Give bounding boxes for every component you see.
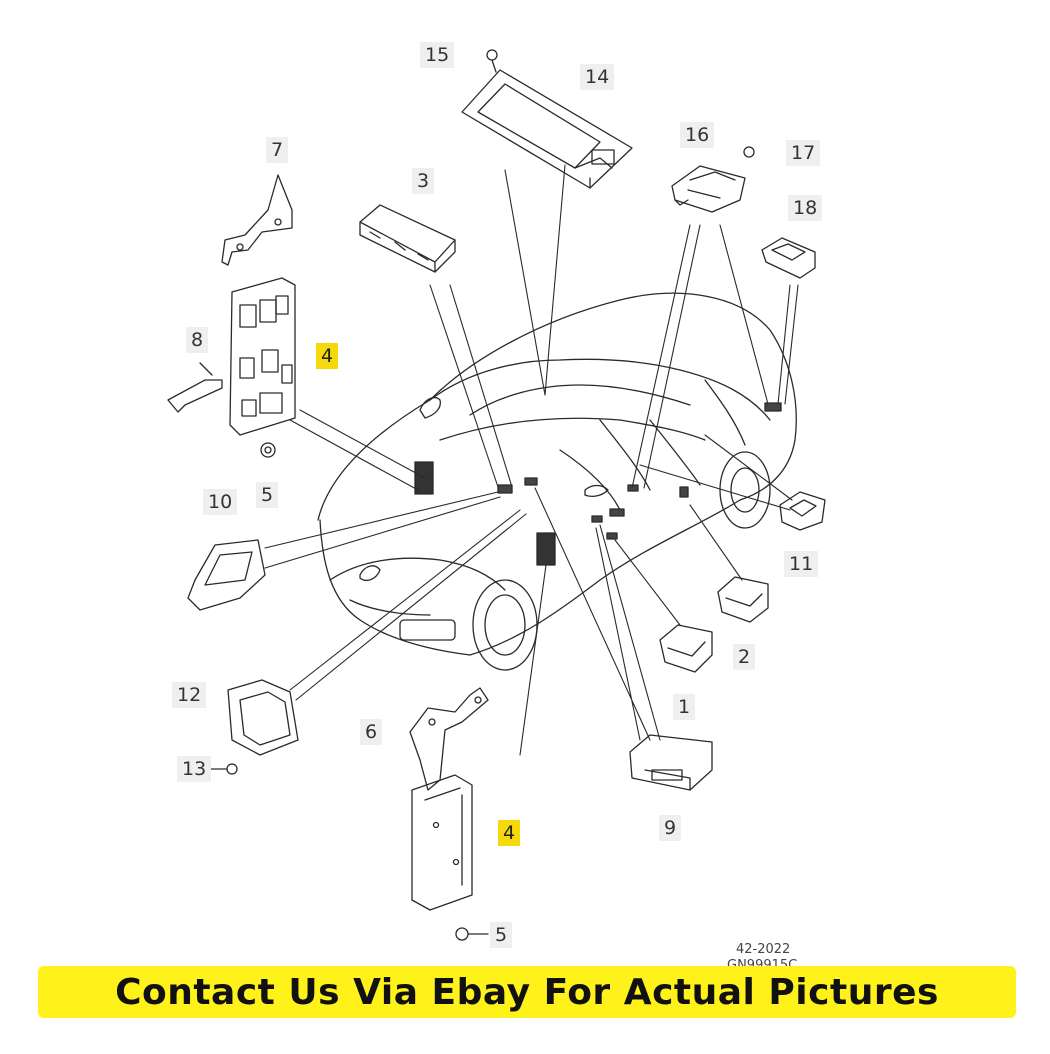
part-13-bolt (209, 763, 238, 775)
callout-10: 10 (203, 489, 238, 515)
part-11-module (779, 491, 826, 531)
callout-5-top: 5 (256, 482, 279, 508)
part-2-module (717, 576, 769, 623)
callout-4-bottom: 4 (498, 820, 521, 846)
part-6-bracket (409, 687, 489, 791)
callout-1: 1 (673, 694, 696, 720)
callout-2: 2 (733, 644, 756, 670)
callout-6: 6 (360, 719, 383, 745)
part-4-fuse-box (229, 277, 296, 436)
part-10-module (187, 539, 266, 611)
callout-7: 7 (266, 137, 289, 163)
banner-text: Contact Us Via Ebay For Actual Pictures (115, 971, 939, 1013)
callout-3: 3 (412, 168, 435, 194)
part-1-module (659, 624, 713, 673)
contact-banner: Contact Us Via Ebay For Actual Pictures (38, 966, 1016, 1018)
callout-17: 17 (786, 140, 821, 166)
callout-5-bottom: 5 (490, 922, 513, 948)
part-3-module (359, 204, 456, 273)
callout-16: 16 (680, 122, 715, 148)
callout-9: 9 (659, 815, 682, 841)
callout-14: 14 (580, 64, 615, 90)
callout-18: 18 (788, 195, 823, 221)
part-18-module (761, 237, 816, 279)
part-9-module (629, 734, 713, 791)
leader-lines (264, 164, 799, 756)
callout-11: 11 (784, 551, 819, 577)
part-12-module (227, 679, 299, 756)
callout-12: 12 (172, 682, 207, 708)
callout-13: 13 (177, 756, 212, 782)
part-4-module-bottom (411, 774, 473, 911)
part-14-module (461, 69, 633, 189)
callout-15: 15 (420, 42, 455, 68)
part-15-screw (486, 49, 498, 73)
part-16-module (671, 165, 746, 213)
part-17-screw (743, 146, 755, 158)
callout-8: 8 (186, 327, 209, 353)
reference-code: 42-2022 (736, 942, 791, 957)
callout-4-top: 4 (316, 343, 339, 369)
part-5-nut-top (260, 442, 276, 458)
part-7-bracket (221, 174, 293, 266)
part-8-bracket (167, 362, 223, 413)
part-5-nut-bottom (455, 927, 489, 941)
